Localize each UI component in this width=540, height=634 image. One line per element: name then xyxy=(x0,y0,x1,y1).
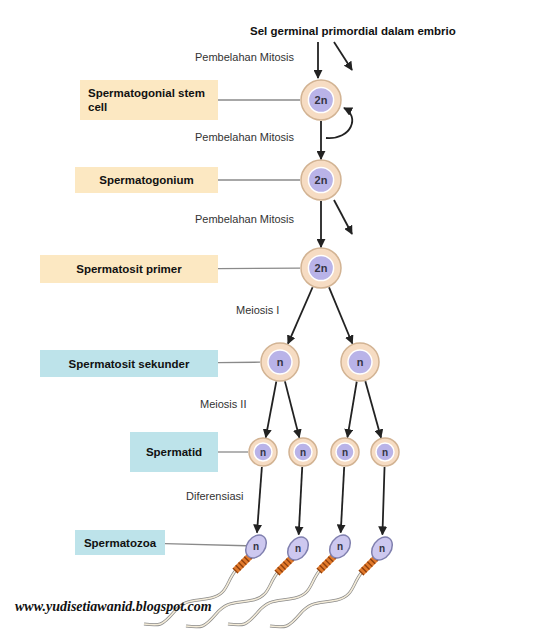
sperm-tail xyxy=(144,556,250,625)
stage-name: Spermatid xyxy=(146,445,202,459)
cell-circle: n xyxy=(288,437,318,467)
process-arrow xyxy=(288,287,313,343)
cell-circle: 2n xyxy=(300,247,342,289)
stage-name: Spermatozoa xyxy=(84,536,156,550)
stage-label-box: Spermatozoa xyxy=(75,530,165,555)
title-text: Sel germinal primordial dalam embrio xyxy=(250,25,456,37)
sperm-head: n xyxy=(288,535,308,562)
cell-circle: n xyxy=(330,437,360,467)
ploidy-text: n xyxy=(330,533,350,560)
cell-circle: 2n xyxy=(300,159,342,201)
ploidy-text: n xyxy=(370,437,400,467)
sperm-tail xyxy=(186,558,292,627)
sperm-head: n xyxy=(372,535,392,562)
stage-label-box: Spermatogonium xyxy=(75,167,218,193)
stage-name: Spermatogonium xyxy=(99,173,194,187)
stage-name: Spermatosit sekunder xyxy=(69,357,190,371)
process-label: Pembelahan Mitosis xyxy=(195,51,294,63)
arrow xyxy=(334,42,352,70)
cell-circle: n xyxy=(340,342,380,382)
process-label: Pembelahan Mitosis xyxy=(195,131,294,143)
stage-name: Spermatogonial stem cell xyxy=(88,86,210,114)
process-label: Diferensiasi xyxy=(186,490,243,502)
ploidy-text: n xyxy=(330,437,360,467)
ploidy-text: n xyxy=(340,342,380,382)
ploidy-text: n xyxy=(246,533,266,560)
sperm-head: n xyxy=(246,533,266,560)
process-arrow xyxy=(285,381,299,437)
process-arrow xyxy=(382,467,384,535)
ploidy-text: 2n xyxy=(300,247,342,289)
leader-line xyxy=(218,267,300,269)
process-arrow xyxy=(329,287,352,343)
ploidy-text: n xyxy=(288,535,308,562)
stage-name: Spermatosit primer xyxy=(76,262,181,276)
leader-line xyxy=(218,179,300,180)
process-arrow xyxy=(347,382,356,437)
sperm-tail xyxy=(228,556,334,625)
leader-line xyxy=(218,362,260,364)
cell-circle: 2n xyxy=(300,79,342,121)
process-arrow xyxy=(341,467,344,533)
cell-circle: n xyxy=(260,342,300,382)
sperm-head: n xyxy=(330,533,350,560)
leader-line xyxy=(218,451,248,452)
stage-label-box: Spermatosit primer xyxy=(40,255,218,283)
stage-label-box: Spermatosit sekunder xyxy=(40,350,218,377)
arrow xyxy=(334,200,352,234)
stage-label-box: Spermatogonial stem cell xyxy=(80,80,218,120)
watermark: www.yudisetiawanid.blogspot.com xyxy=(15,599,212,615)
stage-label-box: Spermatid xyxy=(130,432,218,472)
leader-line xyxy=(218,99,300,100)
process-label: Meiosis II xyxy=(200,398,246,410)
process-arrow xyxy=(299,467,303,535)
process-arrow xyxy=(320,121,322,159)
ploidy-text: 2n xyxy=(300,159,342,201)
cell-circle: n xyxy=(248,437,278,467)
cell-circle: n xyxy=(370,437,400,467)
process-label: Pembelahan Mitosis xyxy=(195,213,294,225)
ploidy-text: n xyxy=(260,342,300,382)
process-arrow xyxy=(365,381,381,437)
process-arrow xyxy=(266,382,277,438)
ploidy-text: n xyxy=(372,535,392,562)
arrow xyxy=(317,42,319,78)
sperm-tail xyxy=(270,558,376,627)
process-label: Meiosis I xyxy=(236,304,279,316)
ploidy-text: n xyxy=(288,437,318,467)
process-arrow xyxy=(257,467,262,533)
ploidy-text: 2n xyxy=(300,79,342,121)
ploidy-text: n xyxy=(248,437,278,467)
leader-line xyxy=(165,544,246,546)
process-arrow xyxy=(320,201,322,247)
